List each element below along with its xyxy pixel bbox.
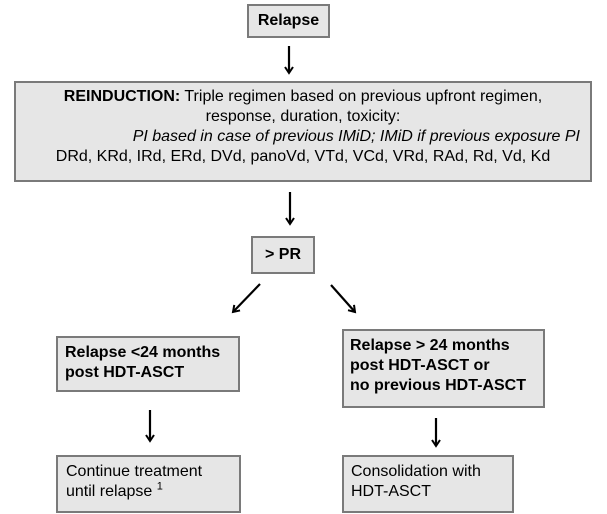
early-relapse-line-1: Relapse <24 months [65, 344, 221, 361]
late-relapse-line-3: no previous HDT-ASCT [350, 377, 527, 394]
response-node: > PR [251, 236, 315, 274]
early-relapse-line-2: post HDT-ASCT [65, 364, 185, 381]
arrow-pr-to-late-relapse [330, 284, 357, 314]
consolidation-node: Consolidation with HDT-ASCT [342, 455, 514, 513]
reinduction-line-2: response, duration, toxicity: [205, 108, 401, 125]
continue-treatment-node: Continue treatment until relapse 1 [56, 455, 241, 513]
reinduction-line-1: REINDUCTION: Triple regimen based on pre… [24, 87, 582, 107]
reinduction-regimens: DRd, KRd, IRd, ERd, DVd, panoVd, VTd, VC… [55, 148, 551, 165]
relapse-label: Relapse [257, 12, 320, 29]
reinduction-heading: REINDUCTION: [63, 88, 181, 105]
late-relapse-line-1: Relapse > 24 months [350, 337, 510, 354]
late-relapse-node: Relapse > 24 months post HDT-ASCT or no … [342, 329, 545, 408]
footnote-marker: 1 [156, 480, 163, 493]
reinduction-line-3: PI based in case of previous IMiD; IMiD … [132, 128, 580, 145]
reinduction-node: REINDUCTION: Triple regimen based on pre… [14, 81, 592, 182]
reinduction-line-1-text: Triple regimen based on previous upfront… [180, 88, 543, 105]
consolidation-line-1: Consolidation with [351, 463, 481, 480]
consolidation-line-2: HDT-ASCT [351, 483, 431, 500]
relapse-node: Relapse [247, 4, 330, 38]
arrow-pr-to-early-relapse [231, 283, 261, 314]
early-relapse-node: Relapse <24 months post HDT-ASCT [56, 336, 240, 392]
response-label: > PR [264, 246, 301, 263]
late-relapse-line-2: post HDT-ASCT or [350, 357, 490, 374]
continue-treatment-line-2-text: until relapse [66, 483, 157, 500]
continue-treatment-line-1: Continue treatment [66, 463, 203, 480]
continue-treatment-line-2: until relapse 1 [66, 480, 239, 502]
